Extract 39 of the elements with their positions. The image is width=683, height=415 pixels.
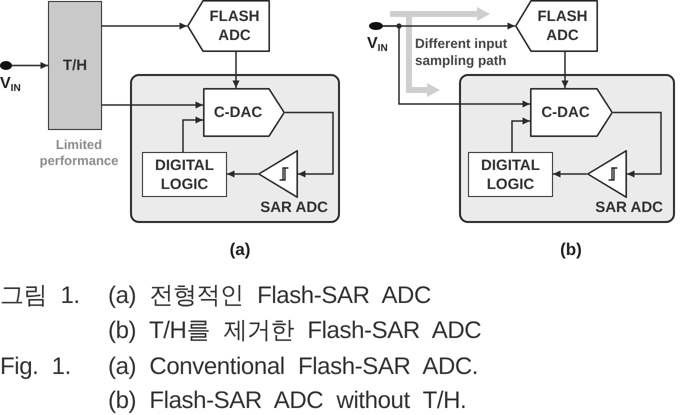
arrow xyxy=(285,112,334,178)
block-title: SAR ADC xyxy=(260,199,328,217)
input-terminal-dot xyxy=(0,61,12,70)
caption-text: (a) 전형적인 Flash-SAR ADC xyxy=(108,284,431,308)
block-title: SAR ADC xyxy=(595,199,663,217)
panel-label: (a) xyxy=(228,239,252,260)
track-hold-block: T/H xyxy=(48,1,102,130)
logic-block: DIGITAL LOGIC xyxy=(142,152,227,197)
logic-block: DIGITAL LOGIC xyxy=(468,152,553,197)
arrow xyxy=(613,112,662,178)
comparator-symbol xyxy=(587,150,627,198)
arrow xyxy=(102,102,203,108)
caption-text: 그림 1. xyxy=(0,284,80,308)
arrow xyxy=(383,25,530,108)
arrow xyxy=(232,52,240,88)
panel-label: (b) xyxy=(559,239,583,260)
arrow xyxy=(562,52,568,88)
signal-label: V$_{IN}$ xyxy=(0,75,21,93)
arrow xyxy=(553,170,587,178)
caption-text: (a) Conventional Flash-SAR ADC. xyxy=(108,355,478,379)
flash-adc-block: FLASH ADC xyxy=(187,0,270,52)
dac-block: C-DAC xyxy=(530,88,613,137)
annotation-text: Limited performance xyxy=(38,137,120,169)
arrow xyxy=(102,22,187,30)
caption-text: Fig. 1. xyxy=(0,355,71,379)
caption-text: (b) T/H를 제거한 Flash-SAR ADC xyxy=(108,319,482,343)
sar-adc-panel xyxy=(459,74,675,223)
arrow xyxy=(511,118,530,152)
arrow xyxy=(12,62,48,69)
flash-adc-block: FLASH ADC xyxy=(515,0,598,52)
signal-label: V$_{IN}$ xyxy=(367,35,388,53)
arrow xyxy=(227,170,258,178)
dac-block: C-DAC xyxy=(203,88,285,137)
caption-text: (b) Flash-SAR ADC without T/H. xyxy=(108,389,466,413)
sar-adc-panel xyxy=(130,74,340,223)
input-terminal-dot xyxy=(369,22,383,30)
comparator-symbol xyxy=(258,150,298,198)
arrow xyxy=(182,116,203,152)
annotation-text: Different input sampling path xyxy=(415,35,508,69)
